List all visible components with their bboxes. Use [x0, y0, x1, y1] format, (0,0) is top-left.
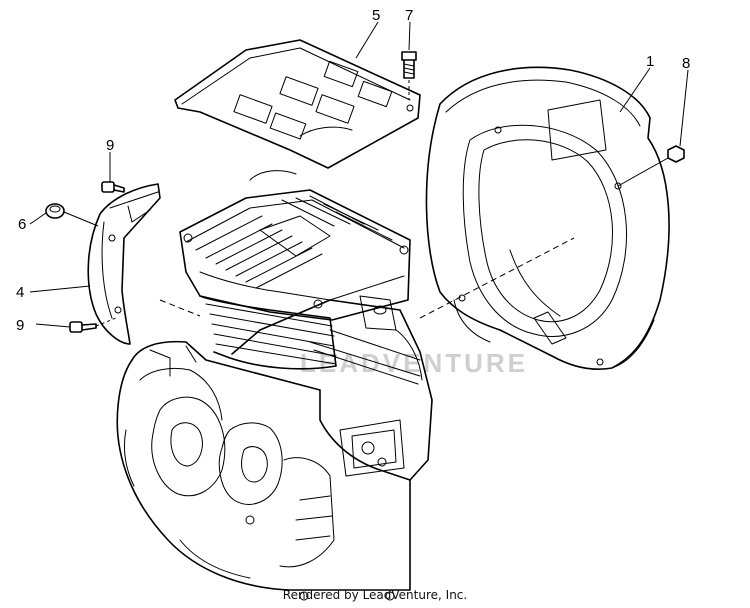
bolt-part-7: [401, 51, 417, 100]
callout-4: 4: [16, 284, 24, 301]
bolt-part-9-lower: [69, 317, 117, 333]
cylinder-shroud-part-5: [174, 39, 421, 169]
blower-housing-part-1: [425, 66, 670, 371]
callout-8: 8: [682, 55, 690, 72]
watermark: LEADVENTURE: [300, 348, 528, 378]
credit-text: Rendered by LeadVenture, Inc.: [282, 588, 468, 602]
callout-7: 7: [405, 7, 413, 24]
callout-1: 1: [646, 53, 654, 70]
bolt-part-9-upper: [101, 181, 125, 193]
callout-9-upper: 9: [106, 137, 114, 154]
callout-6: 6: [18, 216, 26, 233]
callout-9-lower: 9: [16, 317, 24, 334]
engine-block: [116, 170, 575, 601]
side-baffle-part-4: [87, 183, 161, 345]
callout-leaders: [29, 21, 689, 328]
callout-5: 5: [372, 7, 380, 24]
nut-part-6: [45, 203, 99, 227]
nut-part-8: [617, 145, 685, 187]
